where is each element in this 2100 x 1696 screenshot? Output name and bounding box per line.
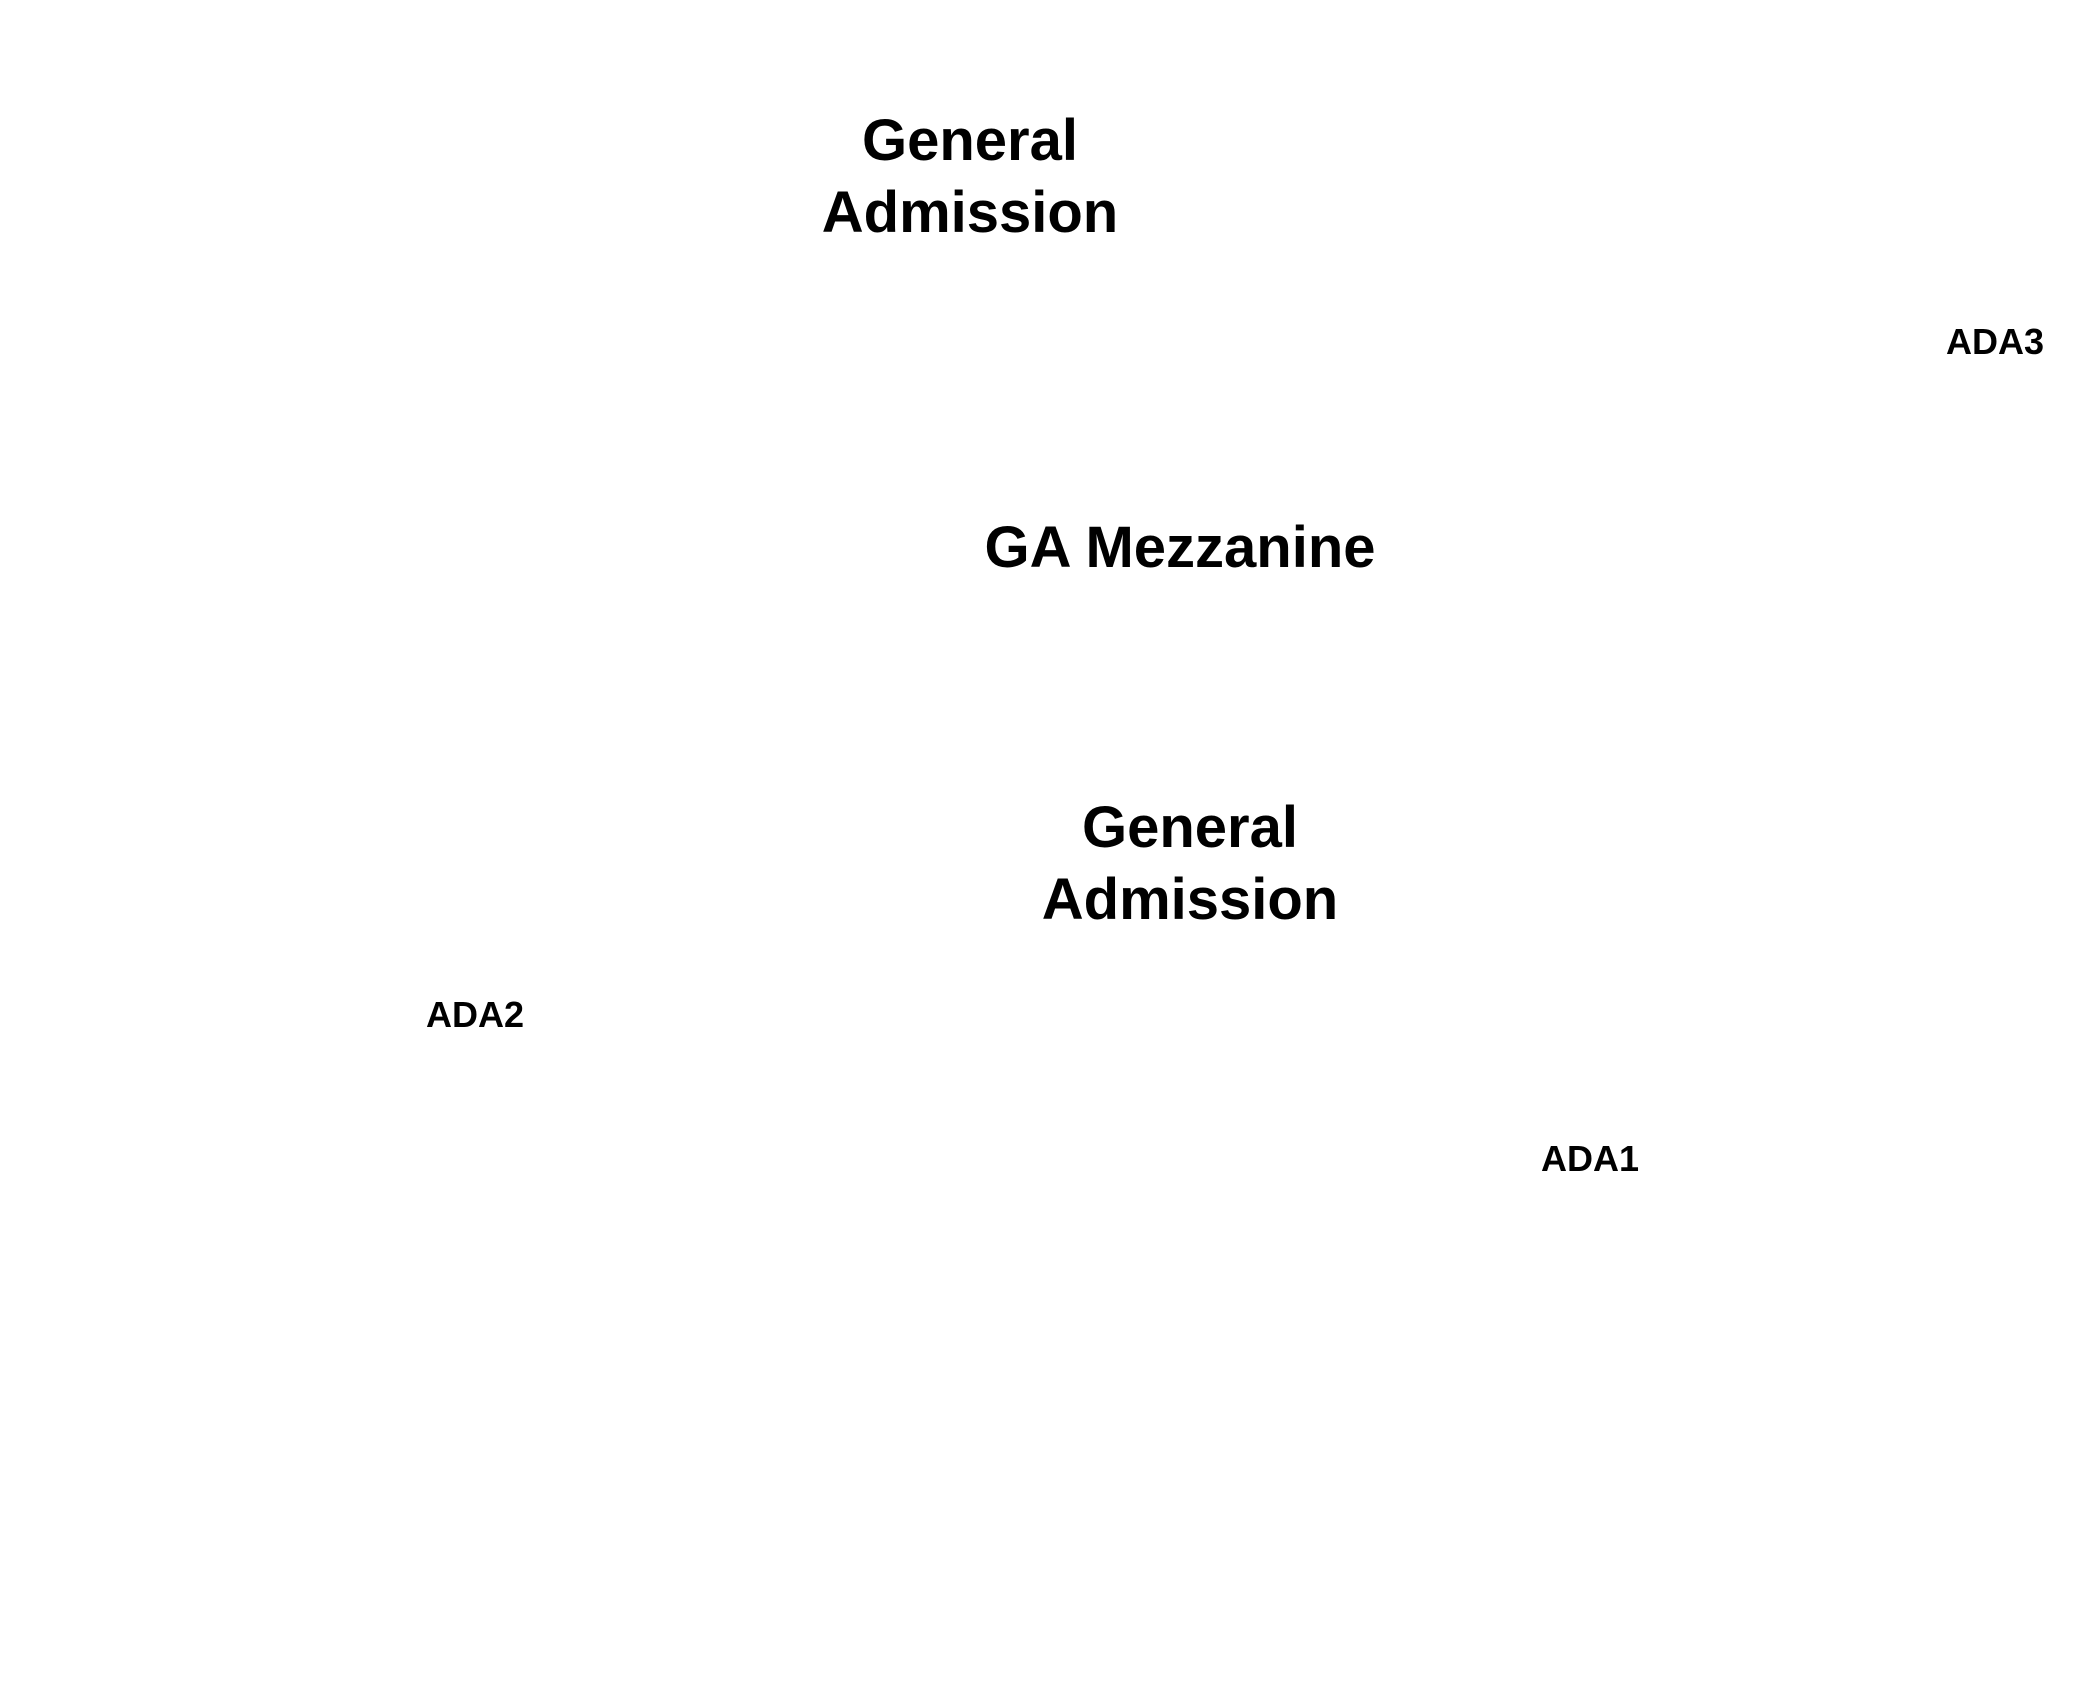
section-label: ADA3 bbox=[1945, 321, 2044, 362]
section-label-line2: Admission bbox=[821, 180, 1119, 245]
section-general-admission-upper[interactable]: General Admission bbox=[770, 105, 1170, 249]
section-general-admission-lower[interactable]: General Admission bbox=[990, 792, 1390, 936]
section-label: ADA2 bbox=[425, 994, 524, 1035]
section-label-line2: Admission bbox=[1041, 867, 1339, 932]
section-label: ADA1 bbox=[1540, 1138, 1639, 1179]
section-label-line1: General bbox=[862, 108, 1078, 173]
section-label-line1: General bbox=[1082, 795, 1298, 860]
section-ga-mezzanine[interactable]: GA Mezzanine bbox=[930, 512, 1430, 584]
section-ada3[interactable]: ADA3 bbox=[1930, 320, 2060, 364]
section-label: GA Mezzanine bbox=[984, 515, 1376, 580]
section-ada2[interactable]: ADA2 bbox=[410, 993, 540, 1037]
section-ada1[interactable]: ADA1 bbox=[1525, 1137, 1655, 1181]
